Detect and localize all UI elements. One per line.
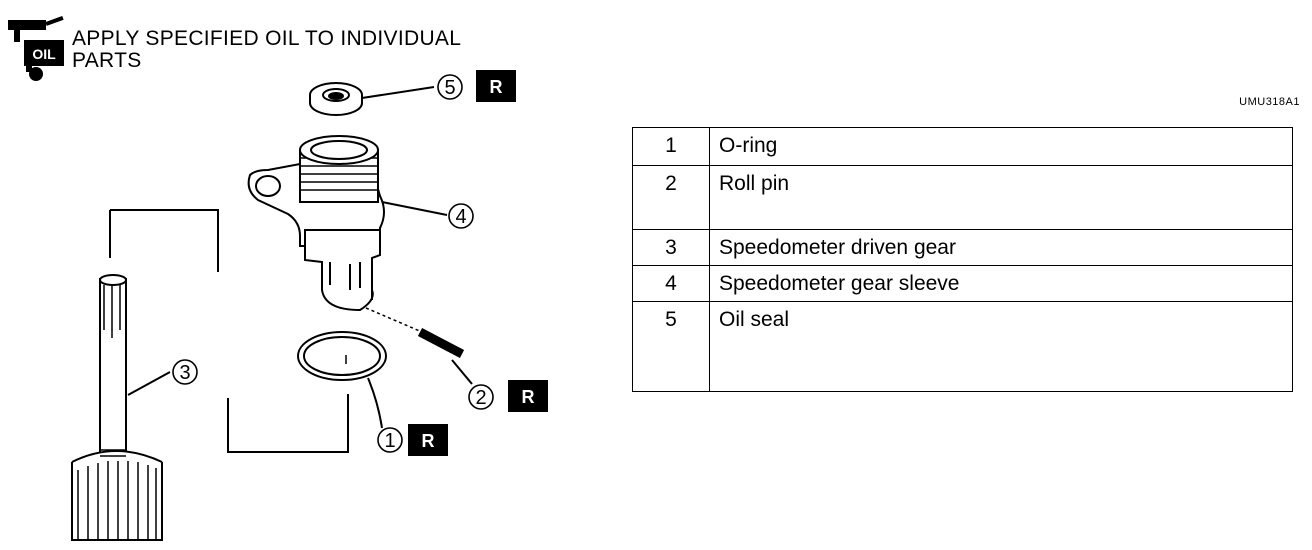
parts-table: 1 O-ring 2 Roll pin 3 Speedometer driven…: [632, 127, 1293, 392]
oil-can-icon: OIL: [8, 16, 64, 81]
gear-sleeve-drawing: [247, 135, 385, 312]
part-name: Oil seal: [709, 301, 1293, 392]
table-row: 3 Speedometer driven gear: [632, 229, 1293, 266]
callout-4: 4: [448, 203, 474, 229]
table-row: 5 Oil seal: [632, 301, 1293, 392]
replace-mark-1-label: R: [422, 431, 435, 451]
callout-1: 1: [377, 427, 403, 453]
callout-2-number: 2: [475, 387, 486, 409]
oil-note: OIL APPLY SPECIFIED OIL TO INDIVIDUAL PA…: [6, 14, 526, 84]
callout-3: 3: [172, 359, 198, 385]
oil-icon-label: OIL: [32, 46, 56, 62]
callout-5-number: 5: [444, 77, 455, 99]
callout-5: 5: [437, 74, 463, 100]
callout-3-number: 3: [179, 362, 190, 384]
callout-1-number: 1: [384, 430, 395, 452]
oil-note-line2: PARTS: [72, 49, 142, 72]
part-number: 1: [632, 127, 710, 166]
table-row: 2 Roll pin: [632, 165, 1293, 230]
figure-code: UMU318A1: [1239, 96, 1300, 108]
oil-note-text: APPLY SPECIFIED OIL TO INDIVIDUAL PARTS: [72, 28, 461, 72]
replace-mark-2: R: [508, 380, 548, 412]
part-number: 3: [632, 229, 710, 266]
callout-4-number: 4: [455, 206, 466, 228]
part-name: Speedometer driven gear: [709, 229, 1293, 266]
driven-gear-drawing: [71, 274, 163, 541]
table-row: 4 Speedometer gear sleeve: [632, 265, 1293, 302]
table-row: 1 O-ring: [632, 127, 1293, 166]
part-number: 2: [632, 165, 710, 230]
part-number: 5: [632, 301, 710, 392]
part-number: 4: [632, 265, 710, 302]
part-name: Roll pin: [709, 165, 1293, 230]
replace-mark-5: R: [476, 70, 516, 102]
callout-2: 2: [468, 384, 494, 410]
exploded-diagram: 5 4 3 2 1 R R R: [71, 70, 548, 541]
part-name: Speedometer gear sleeve: [709, 265, 1293, 302]
replace-mark-5-label: R: [490, 77, 503, 97]
part-name: O-ring: [709, 127, 1293, 166]
o-ring-drawing: [297, 331, 387, 381]
oil-seal-drawing: [309, 82, 363, 116]
replace-mark-1: R: [408, 424, 448, 456]
replace-mark-2-label: R: [522, 387, 535, 407]
oil-note-line1: APPLY SPECIFIED OIL TO INDIVIDUAL: [72, 27, 462, 50]
roll-pin-drawing: [365, 307, 465, 358]
